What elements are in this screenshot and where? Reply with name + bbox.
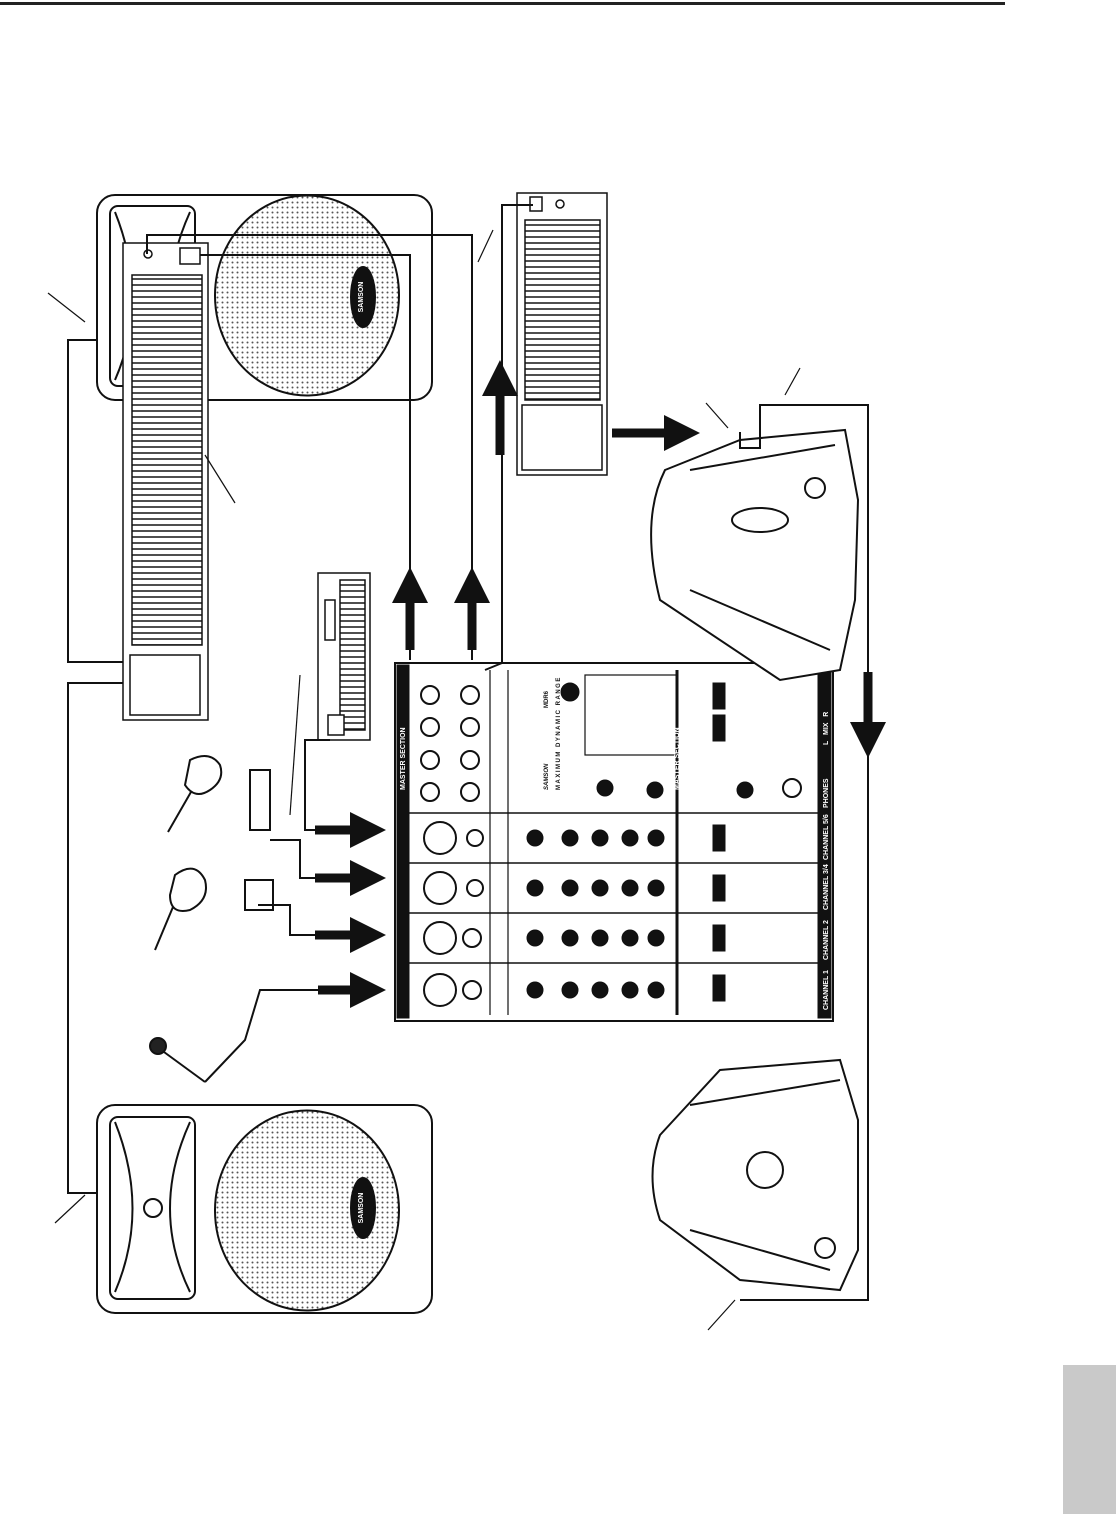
keyboard (317, 572, 371, 741)
channel-2-label: CHANNEL 2 (823, 920, 830, 960)
monitor-wedge-bottom (651, 1058, 859, 1292)
callout-lines (47, 229, 801, 1331)
mixer (394, 662, 834, 1022)
speaker-logo-text: SAMSON (358, 1193, 365, 1224)
monitor-wedge-top (650, 428, 860, 682)
master-section-label-right: MASTER SECTION (674, 727, 681, 790)
channel-1-label: CHANNEL 1 (823, 970, 830, 1010)
mix-label: L MIX R (823, 712, 830, 745)
signal-arrows (315, 360, 886, 1008)
top-rule (0, 2, 1005, 5)
mixer-tagline: MAXIMUM DYNAMIC RANGE (556, 676, 562, 790)
section-tab (1063, 1365, 1116, 1514)
electric-guitar (167, 755, 271, 833)
monitor-amplifier (516, 192, 608, 476)
microphone (149, 1037, 206, 1083)
speaker-logo (350, 266, 376, 328)
main-amplifier (122, 242, 209, 721)
main-speaker-right (96, 1104, 433, 1314)
mixer-model: MDR6 (544, 690, 550, 708)
cables (67, 204, 869, 1301)
master-section-label: MASTER SECTION (400, 727, 407, 790)
channel-3-4-label: CHANNEL 3/4 (823, 864, 830, 910)
speaker-logo-text: SAMSON (358, 282, 365, 313)
mixer-brand: SAMSON (544, 763, 550, 790)
phones-label: PHONES (823, 778, 830, 808)
channel-5-6-label: CHANNEL 5/6 (823, 814, 830, 860)
bass-guitar (154, 867, 274, 951)
